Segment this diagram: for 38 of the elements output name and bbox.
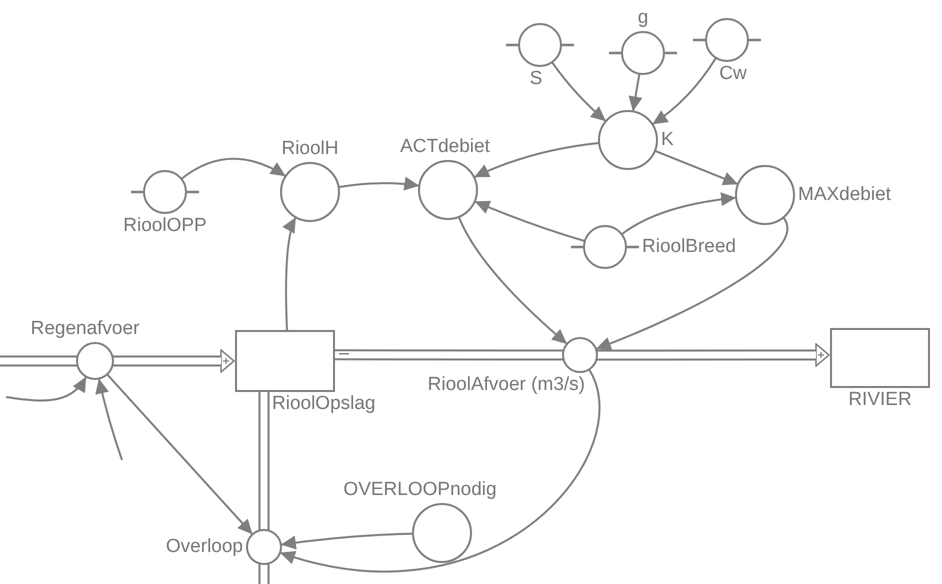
variable-label: RioolAfvoer (m3/s) bbox=[428, 374, 585, 396]
connector-arrow bbox=[551, 62, 607, 122]
connector-arrow bbox=[106, 374, 254, 536]
connector-arrow bbox=[474, 200, 586, 242]
variable-label: MAXdebiet bbox=[798, 184, 891, 206]
connector-arrow bbox=[458, 216, 568, 345]
variable-label: g bbox=[638, 7, 648, 29]
variable-label: RIVIER bbox=[848, 389, 912, 411]
flow-pipe bbox=[597, 343, 830, 367]
connector-arrow bbox=[596, 217, 788, 350]
connector-arrow bbox=[654, 150, 738, 186]
flow-pipe bbox=[113, 349, 235, 373]
variable-label: RioolOpslag bbox=[272, 393, 376, 415]
variable-label: RioolBreed bbox=[642, 236, 736, 258]
variable-label: Regenafvoer bbox=[30, 318, 140, 340]
connector-arrow bbox=[338, 176, 420, 191]
flow-pipe bbox=[335, 349, 563, 360]
connector-arrow bbox=[621, 192, 736, 236]
variable-label: Overloop bbox=[166, 536, 243, 558]
variable-label: RioolOPP bbox=[123, 215, 207, 237]
variable-label: S bbox=[530, 68, 542, 90]
connector-arrow bbox=[652, 57, 717, 126]
connector-arrow bbox=[628, 74, 642, 112]
variable-label: RioolH bbox=[281, 138, 339, 160]
connector-arrow bbox=[280, 369, 600, 572]
connector-arrow bbox=[95, 378, 123, 460]
variable-label: ACTdebiet bbox=[400, 136, 490, 158]
connector-arrow bbox=[283, 216, 297, 330]
connector-arrow bbox=[180, 158, 286, 180]
connector-arrow bbox=[474, 142, 600, 178]
variable-label: K bbox=[661, 129, 674, 151]
connector-arrow bbox=[6, 376, 88, 402]
flow-pipe bbox=[258, 564, 270, 584]
flow-pipe bbox=[258, 392, 270, 530]
variable-label: OVERLOOPnodig bbox=[343, 479, 497, 501]
variable-label: Cw bbox=[719, 63, 747, 85]
connector-arrow bbox=[280, 532, 414, 550]
flow-pipe bbox=[0, 356, 77, 366]
